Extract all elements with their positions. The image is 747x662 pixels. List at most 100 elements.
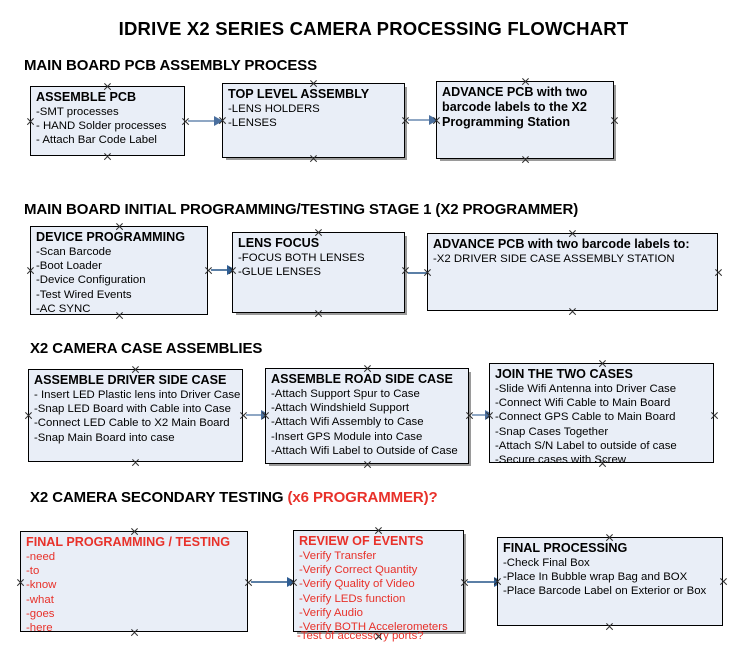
node-line: -GLUE LENSES	[238, 266, 321, 279]
section-heading-main-board-initial-programming: MAIN BOARD INITIAL PROGRAMMING/TESTING S…	[24, 201, 578, 218]
connector-handle-bottom[interactable]	[130, 628, 139, 637]
connector-handle-left[interactable]	[218, 116, 227, 125]
node-line: -LENS HOLDERS	[228, 103, 320, 115]
arrow-shaft	[211, 269, 228, 271]
connector-handle-right[interactable]	[710, 411, 719, 420]
connector-handle-top[interactable]	[605, 533, 614, 542]
node-title: JOIN THE TWO CASES	[495, 367, 633, 381]
connector-handle-left[interactable]	[24, 411, 33, 420]
section-heading-text: MAIN BOARD INITIAL PROGRAMMING/TESTING S…	[24, 201, 579, 218]
node-title: REVIEW OF EVENTS	[299, 534, 424, 548]
connector-handle-bottom[interactable]	[598, 459, 607, 468]
connector-handle-bottom[interactable]	[131, 458, 140, 467]
connector-handle-top[interactable]	[130, 527, 139, 536]
connector-handle-bottom[interactable]	[103, 152, 112, 161]
node-line: -Verify Quality of Video	[299, 578, 415, 591]
node-line: -Connect LED Cable to X2 Main Board	[34, 417, 230, 430]
arrow-shaft	[408, 119, 430, 121]
connector-handle-bottom[interactable]	[374, 632, 383, 641]
node-line: -Place Barcode Label on Exterior or Box	[503, 585, 707, 598]
node-line: -Verify Audio	[299, 606, 363, 619]
node-line: -what	[26, 593, 54, 606]
connector-handle-right[interactable]	[610, 116, 619, 125]
node-line: -Snap LED Board with Cable into Case	[34, 403, 231, 416]
node-line: -Verify BOTH Accelerometers	[299, 621, 448, 634]
connector-handle-bottom[interactable]	[363, 460, 372, 469]
node-line: - Insert LED Plastic lens into Driver Ca…	[34, 389, 241, 401]
connector-handle-left[interactable]	[423, 268, 432, 277]
connector-handle-top[interactable]	[363, 364, 372, 373]
node-line: -need	[26, 551, 56, 563]
node-line: -X2 DRIVER SIDE CASE ASSEMBLY STATION	[433, 253, 675, 265]
connector-handle-left[interactable]	[26, 117, 35, 126]
arrow-shaft	[246, 414, 262, 416]
connector-handle-top[interactable]	[115, 222, 124, 231]
node-line: -Snap Main Board into case	[34, 431, 175, 444]
node-line: -FOCUS BOTH LENSES	[238, 252, 365, 264]
node-assemble-pcb[interactable]: ASSEMBLE PCB -SMT processes - HAND Solde…	[30, 86, 185, 156]
connector-handle-bottom[interactable]	[605, 622, 614, 631]
node-lens-focus[interactable]: LENS FOCUS -FOCUS BOTH LENSES -GLUE LENS…	[232, 232, 405, 313]
connector-handle-bottom[interactable]	[115, 311, 124, 320]
connector-handle-bottom[interactable]	[309, 154, 318, 163]
connector-handle-bottom[interactable]	[521, 155, 530, 164]
node-review-of-events[interactable]: REVIEW OF EVENTS -Verify Transfer -Verif…	[293, 530, 464, 634]
arrow-shaft	[188, 120, 215, 122]
node-title: ADVANCE PCB with two barcode labels to t…	[442, 85, 588, 129]
node-final-programming-testing[interactable]: FINAL PROGRAMMING / TESTING -need -to -k…	[20, 531, 248, 634]
node-line: -Verify LEDs function	[299, 592, 406, 605]
node-top-level-assembly[interactable]: TOP LEVEL ASSEMBLY -LENS HOLDERS -LENSES	[222, 83, 405, 158]
connector-handle-left[interactable]	[26, 266, 35, 275]
connector-handle-top[interactable]	[568, 229, 577, 238]
connector-handle-bottom[interactable]	[568, 307, 577, 316]
node-title: ASSEMBLE PCB	[36, 90, 137, 104]
node-line: -Verify Transfer	[299, 550, 377, 562]
connector-handle-left[interactable]	[289, 578, 298, 587]
node-line: -LENSES	[228, 117, 277, 130]
connector-handle-left[interactable]	[228, 266, 237, 275]
node-final-processing[interactable]: FINAL PROCESSING -Check Final Box -Place…	[497, 537, 723, 626]
connector-handle-left[interactable]	[485, 411, 494, 420]
connector-handle-top[interactable]	[103, 82, 112, 91]
node-line: -Slide Wifi Antenna into Driver Case	[495, 383, 677, 395]
section-heading-accent: (x6 PROGRAMMER)?	[287, 489, 438, 506]
node-line: -Check Final Box	[503, 557, 590, 569]
connector-handle-left[interactable]	[493, 577, 502, 586]
node-join-the-two-cases[interactable]: JOIN THE TWO CASES -Slide Wifi Antenna i…	[489, 363, 714, 466]
connector-handle-left[interactable]	[16, 578, 25, 587]
arrow-shaft	[251, 581, 288, 583]
node-title: FINAL PROCESSING	[503, 541, 628, 555]
connector-handle-top[interactable]	[598, 359, 607, 368]
node-title: FINAL PROGRAMMING / TESTING	[26, 535, 231, 549]
node-line: -Connect GPS Cable to Main Board	[495, 411, 676, 424]
node-advance-pcb-to-x2-programming-station[interactable]: ADVANCE PCB with two barcode labels to t…	[436, 81, 614, 159]
node-line: -goes	[26, 607, 55, 620]
arrow-shaft	[467, 581, 495, 583]
node-assemble-road-side-case[interactable]: ASSEMBLE ROAD SIDE CASE -Attach Support …	[265, 368, 469, 464]
connector-handle-top[interactable]	[314, 228, 323, 237]
node-title: TOP LEVEL ASSEMBLY	[228, 87, 370, 101]
connector-handle-top[interactable]	[131, 365, 140, 374]
connector-handle-left[interactable]	[261, 411, 270, 420]
connector-handle-top[interactable]	[374, 526, 383, 535]
connector-handle-right[interactable]	[719, 577, 728, 586]
node-line: -Test Wired Events	[36, 288, 132, 301]
node-advance-pcb-to-driver-side-case-assembly[interactable]: ADVANCE PCB with two barcode labels to: …	[427, 233, 718, 311]
connector-handle-bottom[interactable]	[314, 309, 323, 318]
section-heading-x2-camera-case-assemblies: X2 CAMERA CASE ASSEMBLIES	[30, 340, 262, 357]
node-overflow-line-test-of-accessory-ports: -Test of accessory ports?	[297, 630, 424, 642]
connector-handle-left[interactable]	[432, 116, 441, 125]
node-line: -Connect Wifi Cable to Main Board	[495, 397, 671, 410]
connector-handle-top[interactable]	[309, 79, 318, 88]
node-line: -Verify Correct Quantity	[299, 564, 418, 577]
node-line: -Scan Barcode	[36, 246, 112, 258]
node-line: -know	[26, 579, 57, 592]
node-line: -Attach S/N Label to outside of case	[495, 439, 677, 452]
node-line: -to	[26, 565, 40, 578]
connector-handle-top[interactable]	[521, 77, 530, 86]
node-assemble-driver-side-case[interactable]: ASSEMBLE DRIVER SIDE CASE - Insert LED P…	[28, 369, 243, 462]
node-title: LENS FOCUS	[238, 236, 320, 250]
connector-handle-right[interactable]	[714, 268, 723, 277]
node-device-programming[interactable]: DEVICE PROGRAMMING -Scan Barcode -Boot L…	[30, 226, 208, 315]
node-line: -Place In Bubble wrap Bag and BOX	[503, 571, 688, 584]
